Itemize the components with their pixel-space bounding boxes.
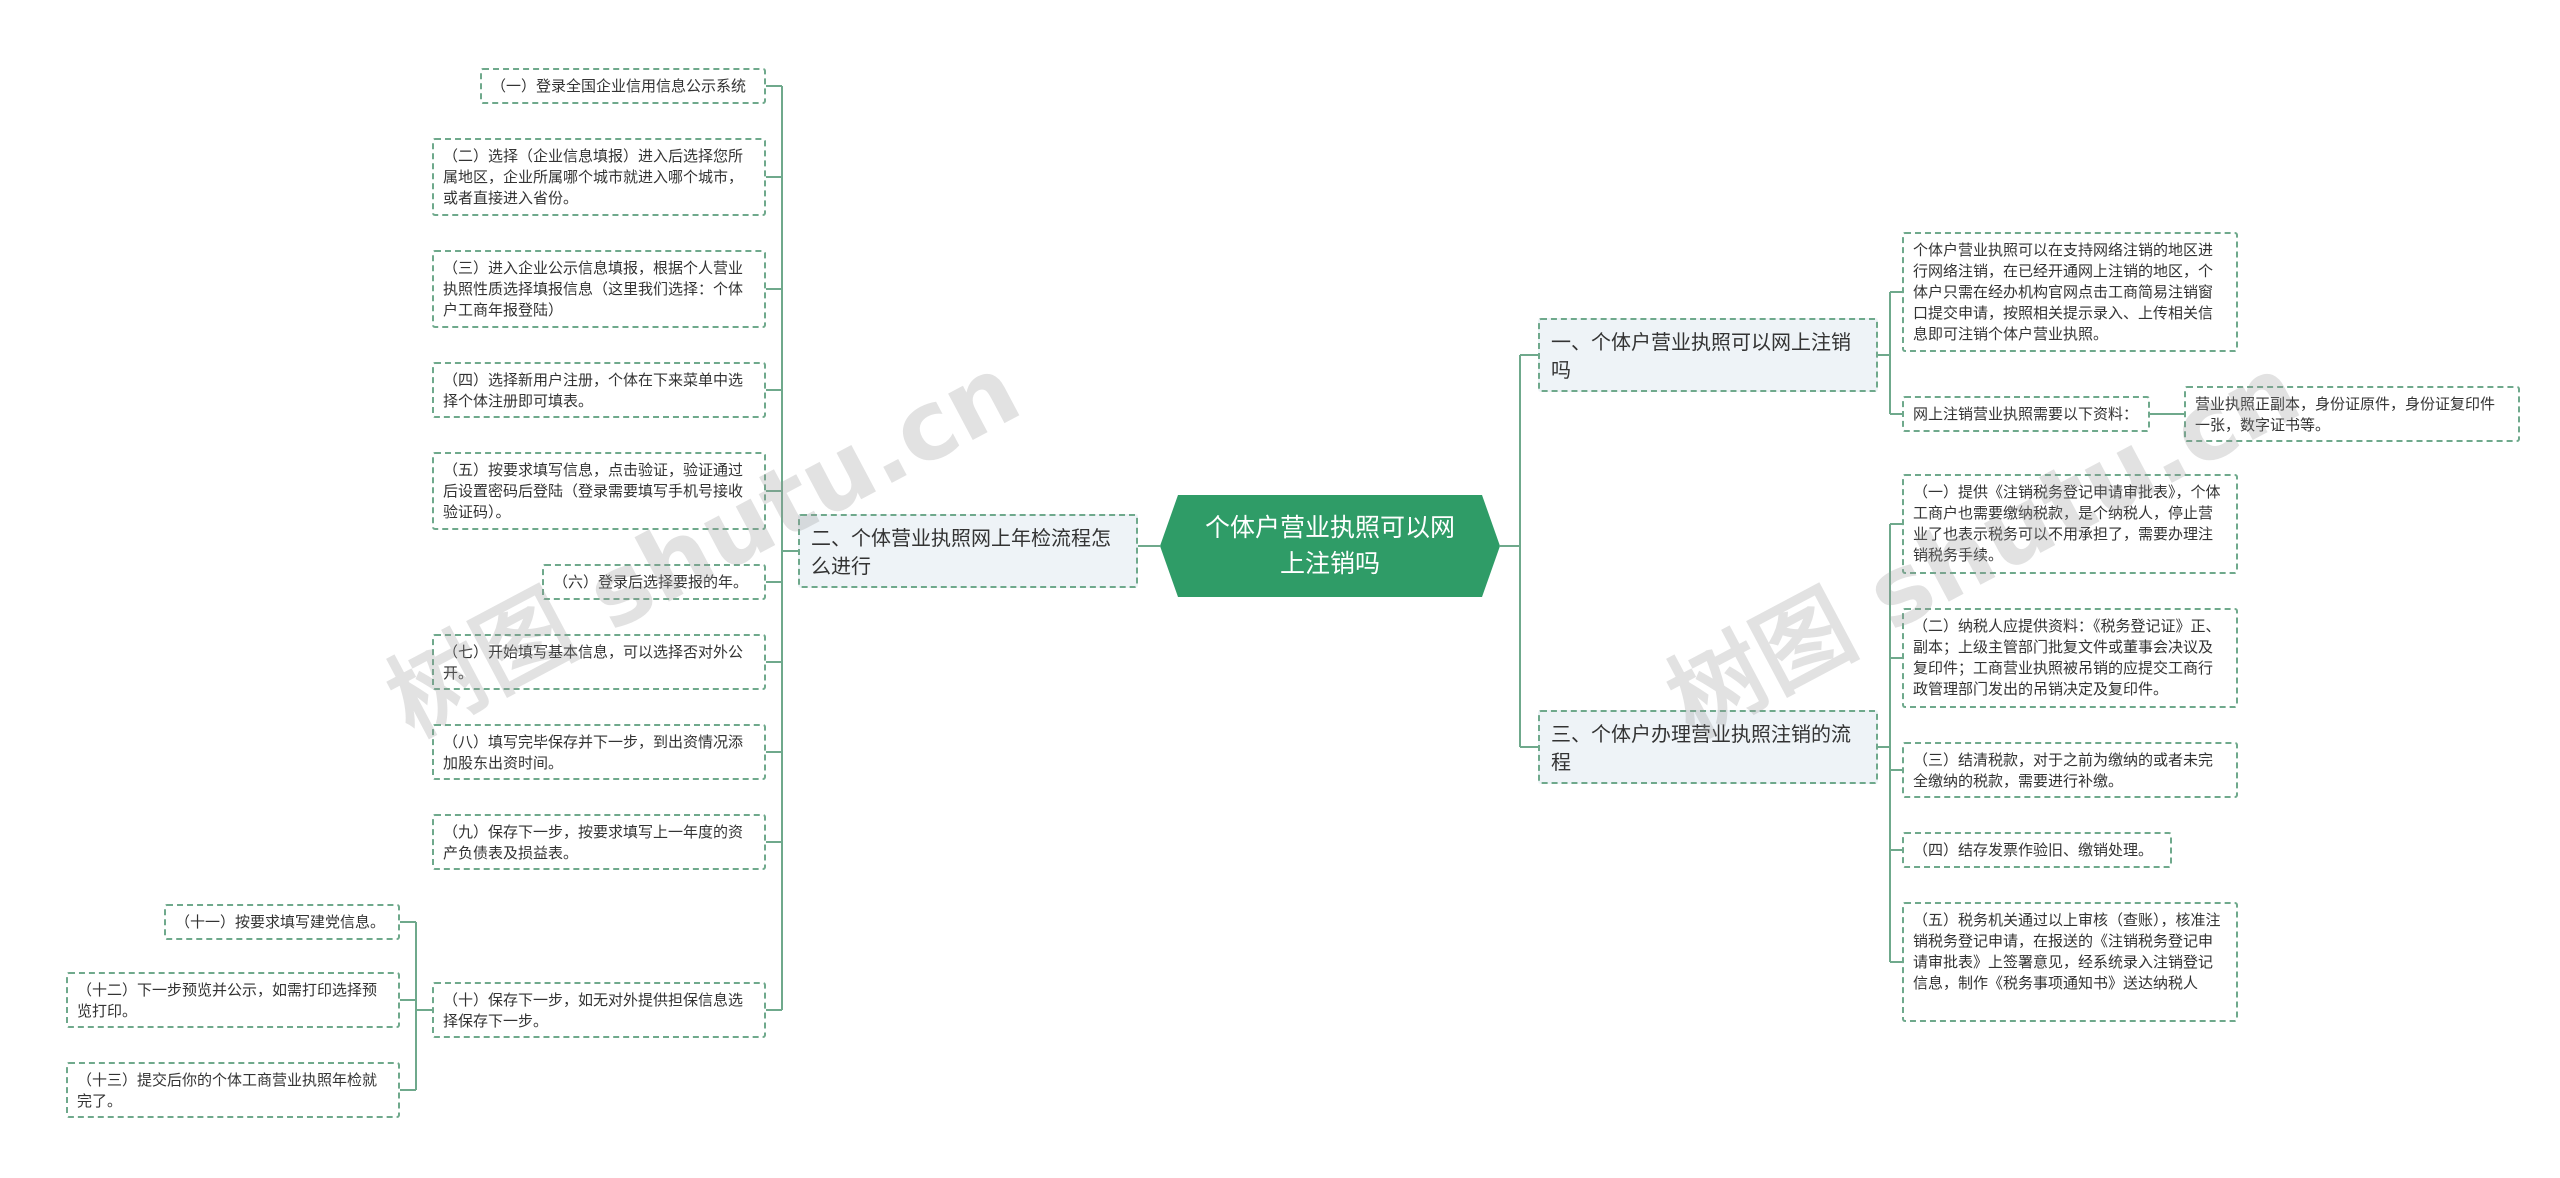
right-top-subleaf[interactable]: 营业执照正副本，身份证原件，身份证复印件一张，数字证书等。 bbox=[2184, 386, 2520, 442]
left-leaf-3[interactable]: （三）进入企业公示信息填报，根据个人营业执照性质选择填报信息（这里我们选择：个体… bbox=[432, 250, 766, 328]
left-leaf-4[interactable]: （四）选择新用户注册，个体在下来菜单中选择个体注册即可填表。 bbox=[432, 362, 766, 418]
right-bottom-leaf-2[interactable]: （二）纳税人应提供资料：《税务登记证》正、副本；上级主管部门批复文件或董事会决议… bbox=[1902, 608, 2238, 708]
right-bottom-leaf-3[interactable]: （三）结清税款，对于之前为缴纳的或者未完全缴纳的税款，需要进行补缴。 bbox=[1902, 742, 2238, 798]
right-top-leaf-2[interactable]: 网上注销营业执照需要以下资料： bbox=[1902, 396, 2150, 432]
left-leaf-9[interactable]: （九）保存下一步，按要求填写上一年度的资产负债表及损益表。 bbox=[432, 814, 766, 870]
left-leaf-10[interactable]: （十）保存下一步，如无对外提供担保信息选择保存下一步。 bbox=[432, 982, 766, 1038]
left-leaf-5[interactable]: （五）按要求填写信息，点击验证，验证通过后设置密码后登陆（登录需要填写手机号接收… bbox=[432, 452, 766, 530]
branch-right-bottom-node[interactable]: 三、个体户办理营业执照注销的流程 bbox=[1538, 710, 1878, 784]
left-leaf-1[interactable]: （一）登录全国企业信用信息公示系统 bbox=[480, 68, 766, 104]
left-subleaf-13[interactable]: （十三）提交后你的个体工商营业执照年检就完了。 bbox=[66, 1062, 400, 1118]
root-node[interactable]: 个体户营业执照可以网上注销吗 bbox=[1160, 495, 1500, 597]
left-leaf-8[interactable]: （八）填写完毕保存并下一步，到出资情况添加股东出资时间。 bbox=[432, 724, 766, 780]
branch-right-top-node[interactable]: 一、个体户营业执照可以网上注销吗 bbox=[1538, 318, 1878, 392]
right-bottom-leaf-5[interactable]: （五）税务机关通过以上审核（查账），核准注销税务登记申请，在报送的《注销税务登记… bbox=[1902, 902, 2238, 1022]
right-bottom-leaf-1[interactable]: （一）提供《注销税务登记申请审批表》，个体工商户也需要缴纳税款，是个纳税人，停止… bbox=[1902, 474, 2238, 574]
right-top-leaf-1[interactable]: 个体户营业执照可以在支持网络注销的地区进行网络注销，在已经开通网上注销的地区，个… bbox=[1902, 232, 2238, 352]
root-label: 个体户营业执照可以网上注销吗 bbox=[1204, 513, 1455, 578]
left-subleaf-12[interactable]: （十二）下一步预览并公示，如需打印选择预览打印。 bbox=[66, 972, 400, 1028]
left-subleaf-11[interactable]: （十一）按要求填写建党信息。 bbox=[164, 904, 400, 940]
left-leaf-2[interactable]: （二）选择（企业信息填报）进入后选择您所属地区，企业所属哪个城市就进入哪个城市，… bbox=[432, 138, 766, 216]
left-leaf-6[interactable]: （六）登录后选择要报的年。 bbox=[542, 564, 766, 600]
root-hexagon-shape bbox=[1160, 495, 1500, 597]
branch-left-node[interactable]: 二、个体营业执照网上年检流程怎么进行 bbox=[798, 514, 1138, 588]
left-leaf-7[interactable]: （七）开始填写基本信息，可以选择否对外公开。 bbox=[432, 634, 766, 690]
right-bottom-leaf-4[interactable]: （四）结存发票作验旧、缴销处理。 bbox=[1902, 832, 2172, 868]
